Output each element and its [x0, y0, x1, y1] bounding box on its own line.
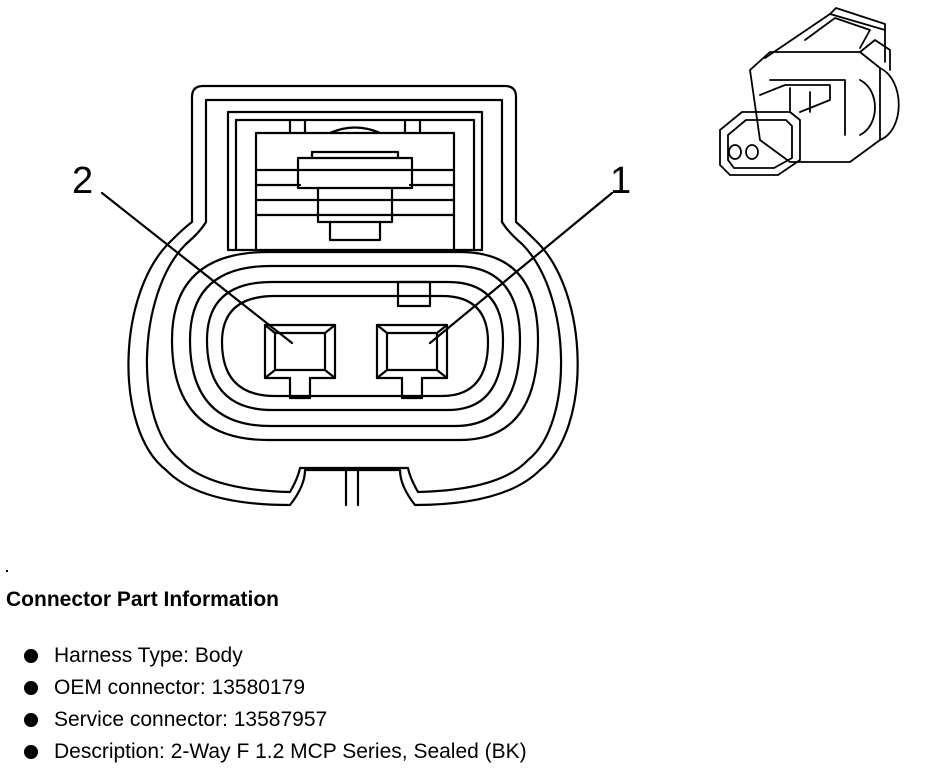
info-list: Harness Type: Body OEM connector: 135801… [6, 640, 906, 768]
connector-diagram: 2 1 [72, 7, 900, 507]
list-item: Service connector: 13587957 [6, 704, 906, 736]
list-item-label: Description: 2-Way F 1.2 MCP Series, Sea… [54, 740, 527, 763]
bullet-icon [24, 649, 38, 663]
list-item-label: OEM connector: 13580179 [54, 676, 305, 699]
pin-label-2: 2 [72, 160, 93, 202]
pin1-leader-line [428, 191, 614, 345]
bullet-icon [24, 713, 38, 727]
scan-dot [6, 570, 8, 572]
connector-face-drawing [100, 84, 614, 507]
pin2-leader-line [100, 191, 294, 345]
connector-part-info: Connector Part Information Harness Type:… [6, 586, 906, 768]
pin-label-1: 1 [610, 160, 631, 202]
list-item-label: Harness Type: Body [54, 644, 243, 667]
bullet-icon [24, 681, 38, 695]
connector-3d-thumbnail-icon [719, 7, 900, 176]
list-item: Harness Type: Body [6, 640, 906, 672]
list-item: OEM connector: 13580179 [6, 672, 906, 704]
info-title: Connector Part Information [6, 588, 280, 611]
list-item: Description: 2-Way F 1.2 MCP Series, Sea… [6, 736, 906, 768]
list-item-label: Service connector: 13587957 [54, 708, 328, 731]
bullet-icon [24, 745, 38, 759]
